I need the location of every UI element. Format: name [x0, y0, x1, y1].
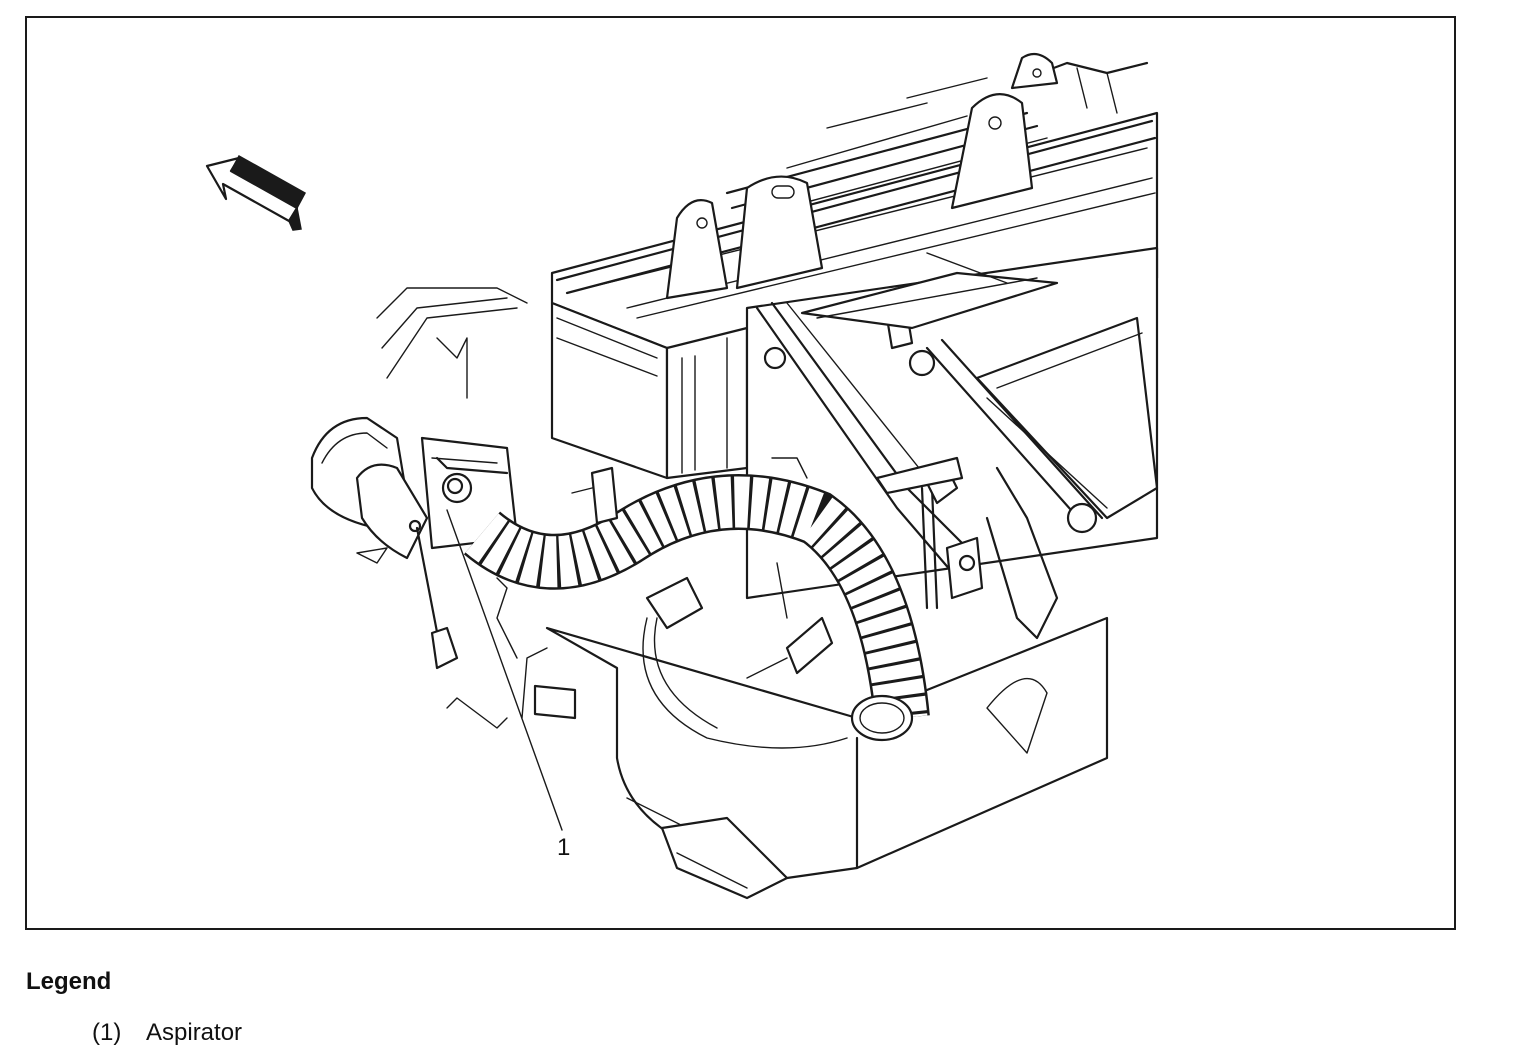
legend-item: (1) Aspirator	[92, 1019, 242, 1047]
legend-item-text: Aspirator	[146, 1019, 243, 1046]
legend-item-number: (1)	[92, 1019, 122, 1046]
callout-label: 1	[557, 834, 570, 861]
hvac-housing	[310, 52, 1159, 900]
hvac-module-illustration: 1	[205, 52, 1159, 900]
legend-title: Legend	[26, 968, 112, 995]
figure-frame: 1	[25, 16, 1456, 930]
callout-1: 1	[446, 509, 570, 861]
direction-arrow-icon	[205, 154, 307, 231]
legend-list: (1) Aspirator	[92, 1019, 242, 1047]
